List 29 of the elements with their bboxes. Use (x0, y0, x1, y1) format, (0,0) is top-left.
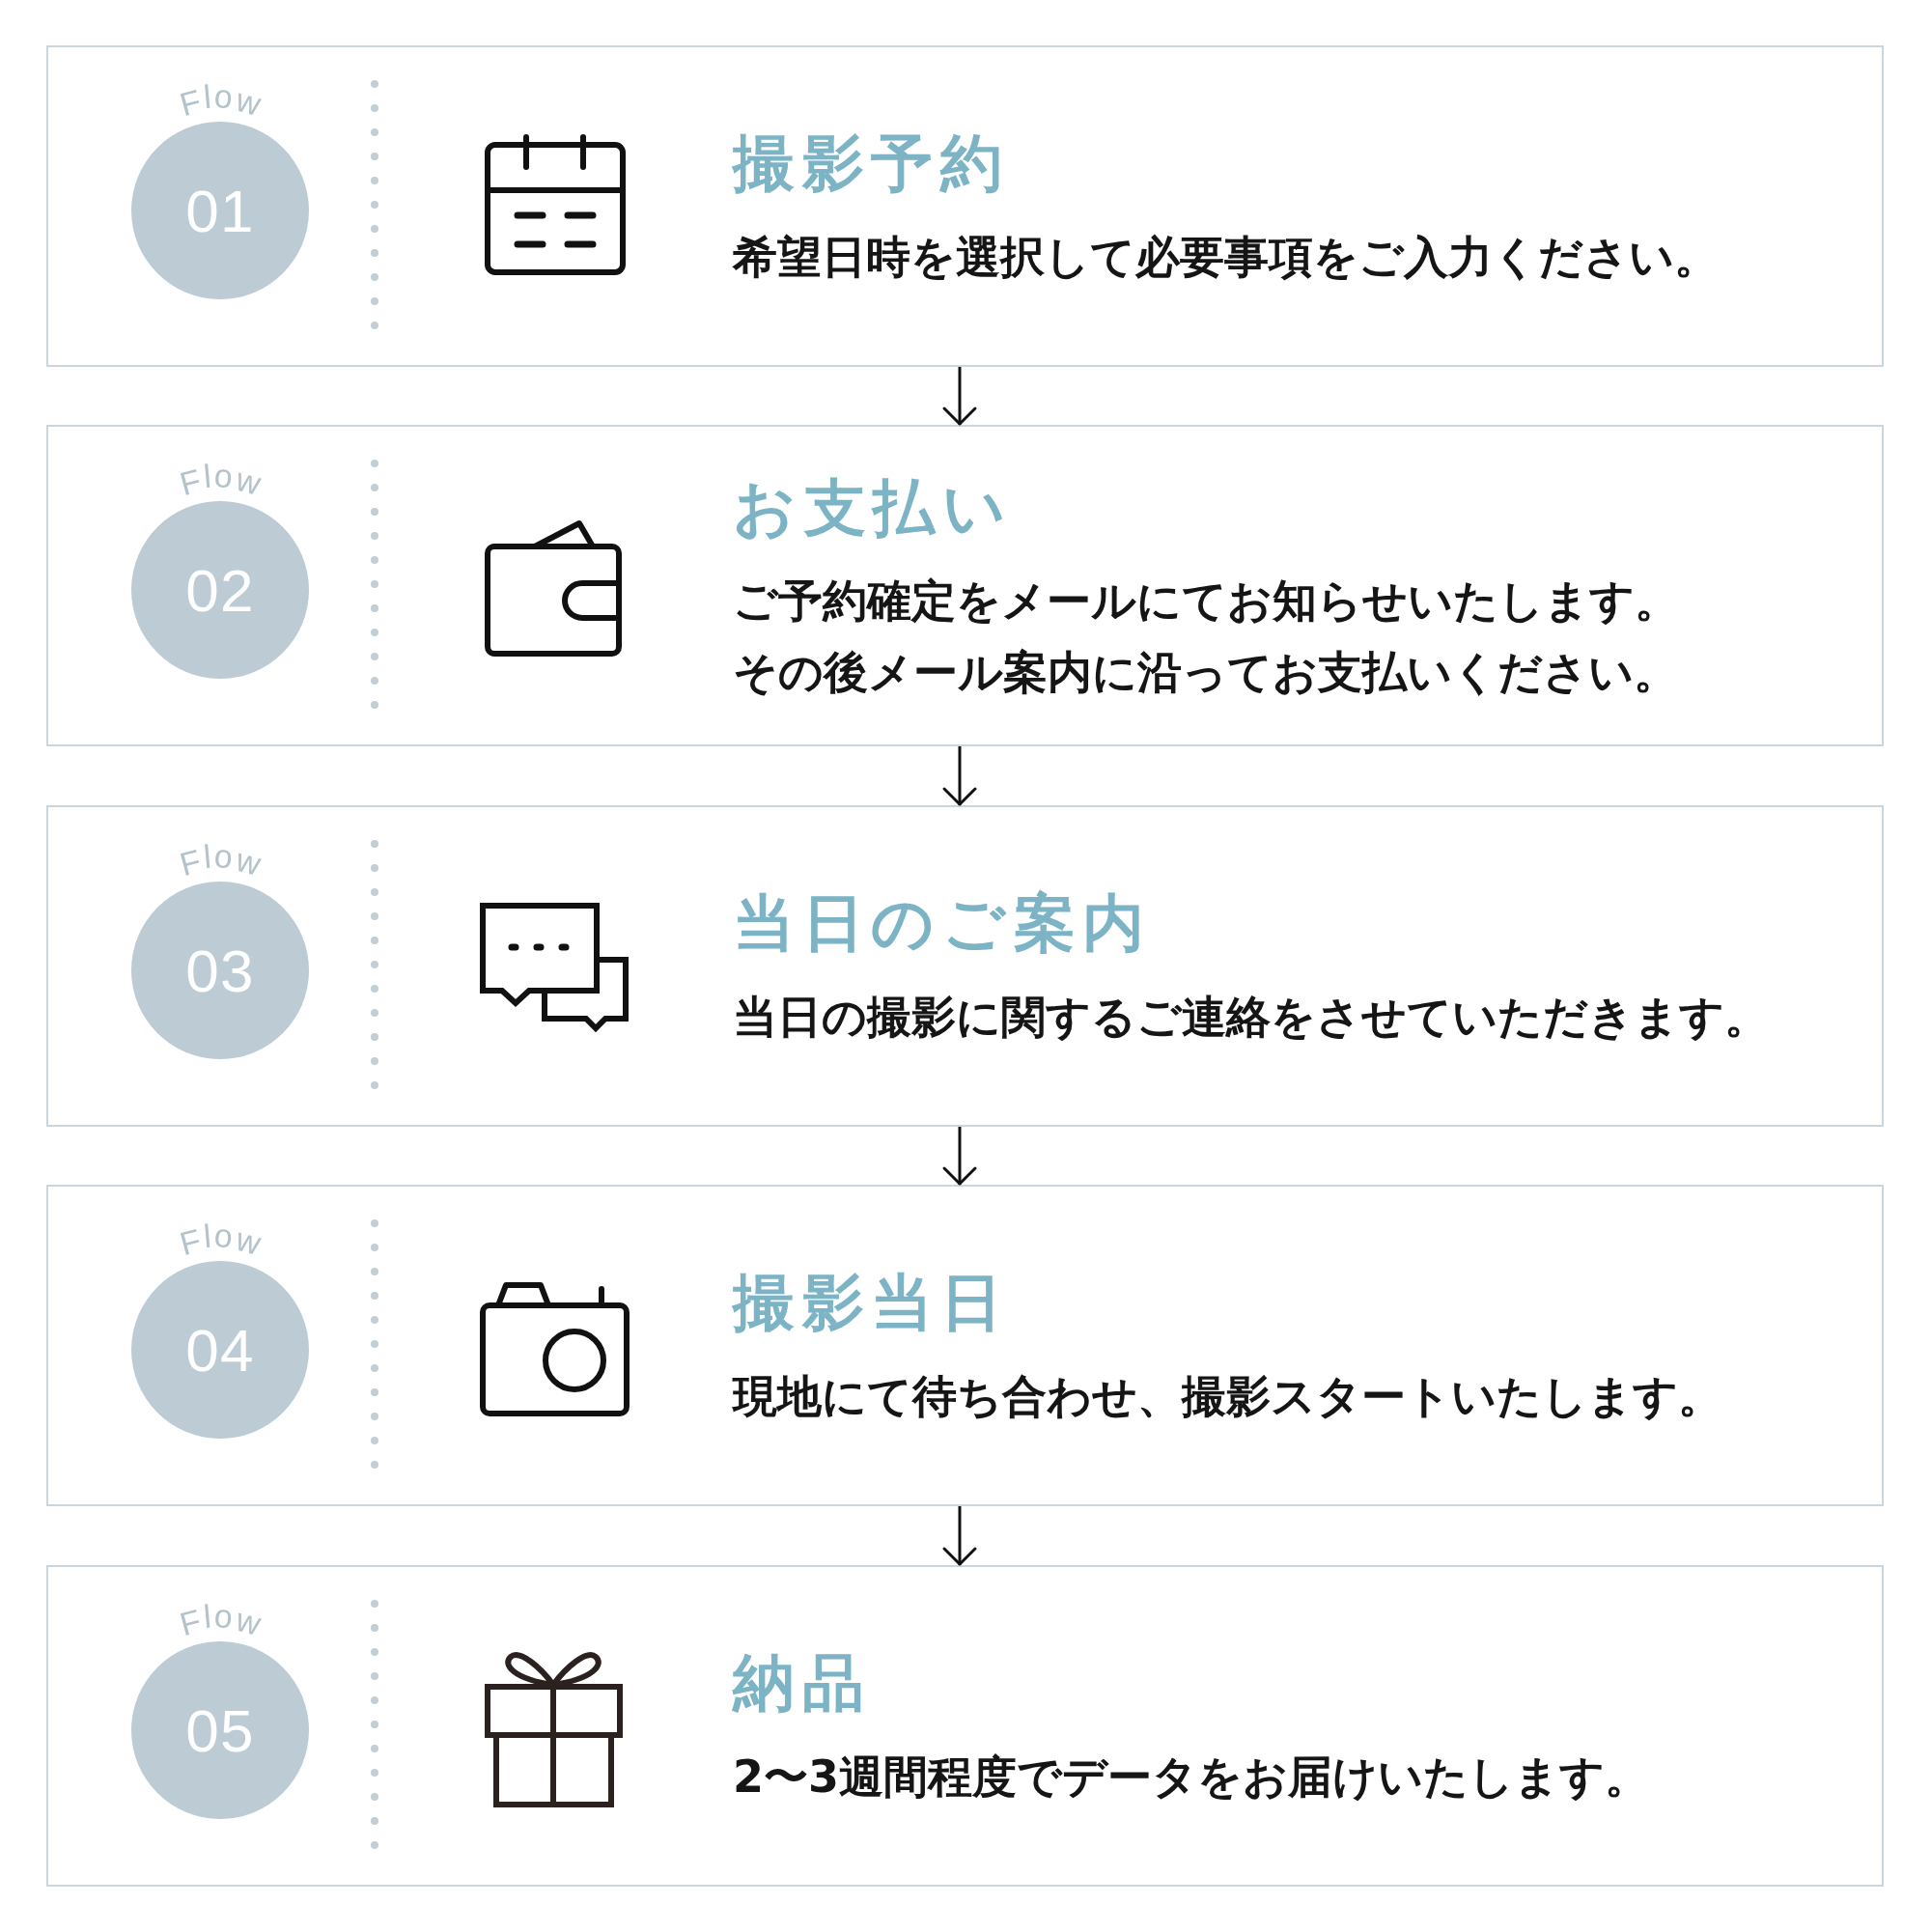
arrow (942, 1506, 977, 1566)
step-box (46, 1185, 1884, 1506)
arrow (942, 1127, 977, 1186)
number-circle: 03 (131, 882, 309, 1060)
number-circle: 04 (131, 1261, 309, 1440)
step-description: ご予約確定をメールにてお知らせいたします。その後メール案内に沿ってお支払いください。 (733, 574, 1680, 700)
step-title: 撮影予約 (733, 126, 1010, 202)
step-box (46, 1565, 1884, 1887)
arrow (942, 367, 977, 426)
step-title: 撮影当日 (733, 1266, 1010, 1341)
step-description: 現地にて待ち合わせ、撮影スタートいたします。 (733, 1369, 1722, 1425)
number-circle: 01 (131, 122, 309, 300)
step-title: お支払い (733, 470, 1014, 546)
flow-label: Flow (175, 1596, 267, 1635)
step-box (46, 45, 1884, 367)
flow-label: Flow (175, 456, 267, 494)
arrow (942, 746, 977, 806)
flow-label: Flow (175, 76, 267, 115)
number-circle: 02 (131, 501, 309, 680)
number-circle: 05 (131, 1641, 309, 1820)
step-box (46, 805, 1884, 1127)
step-box (46, 425, 1884, 746)
step-title: 納品 (733, 1646, 872, 1722)
step-description: 2〜3週間程度でデータをお届けいたします。 (733, 1750, 1649, 1806)
flow-label: Flow (175, 836, 267, 875)
flow-label: Flow (175, 1216, 267, 1254)
step-description: 希望日時を選択して必要事項をご入力ください。 (733, 230, 1719, 286)
step-title: 当日のご案内 (733, 886, 1153, 962)
step-description: 当日の撮影に関するご連絡をさせていただきます。 (733, 990, 1769, 1046)
